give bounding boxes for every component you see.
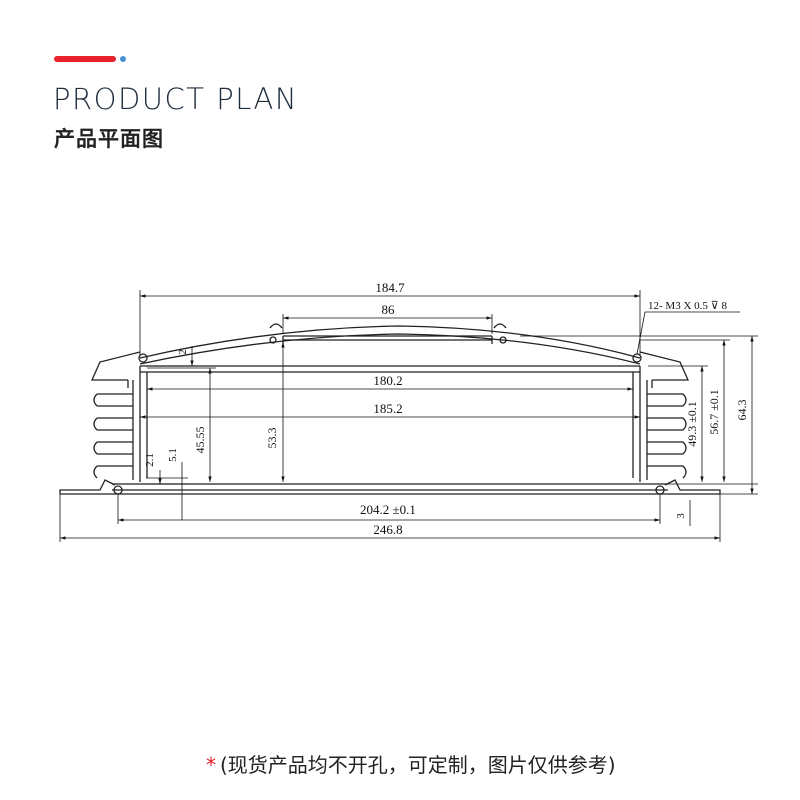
dim-rib-2-1: 2.1: [144, 453, 156, 467]
dim-rib-5-1: 5.1: [167, 448, 179, 462]
accent-dot: [120, 56, 126, 62]
dim-inner-lower: 185.2: [373, 401, 402, 416]
accent-bar: [54, 56, 116, 62]
dim-foot-height: 3: [675, 513, 687, 519]
dim-inner-height: 53.3: [265, 428, 279, 449]
dimension-lines: [59, 290, 758, 542]
dim-rib-2-top: 2: [177, 349, 189, 355]
dim-inner-upper: 180.2: [373, 373, 402, 388]
dim-cover-slot: 86: [382, 302, 396, 317]
dim-right-h1: 49.3 ±0.1: [685, 401, 699, 447]
dim-left-height: 45.55: [193, 427, 207, 454]
page-subtitle: 产品平面图: [54, 127, 164, 151]
dim-base-width: 204.2 ±0.1: [360, 502, 416, 517]
dim-top-width: 184.7: [375, 280, 405, 295]
note-star: *: [206, 753, 216, 777]
footer-note: *(现货产品均不开孔，可定制，图片仅供参考): [206, 749, 616, 778]
page-title: PRODUCT PLAN: [53, 82, 299, 116]
dim-screw-note: 12- M3 X 0.5 ⊽ 8: [648, 300, 727, 312]
extrusion-profile: [59, 323, 721, 495]
dim-overall-height: 64.3: [735, 400, 749, 421]
dim-right-h2: 56.7 ±0.1: [707, 389, 721, 435]
note-text: (现货产品均不开孔，可定制，图片仅供参考): [220, 753, 616, 777]
dim-overall-width: 246.8: [373, 522, 402, 537]
